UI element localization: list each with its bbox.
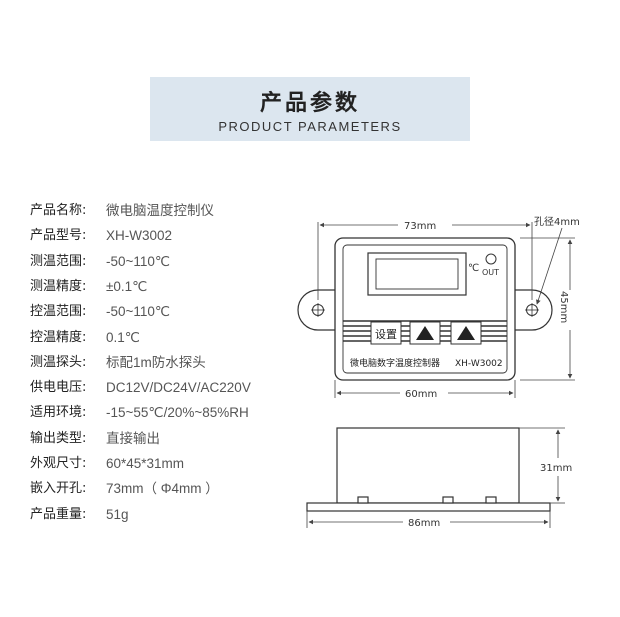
spec-label: 产品型号: [30, 228, 87, 244]
spec-label: 测温探头: [30, 354, 87, 370]
page-title: 产品参数 [259, 91, 360, 116]
title-banner: 产品参数 PRODUCT PARAMETERS [150, 77, 470, 141]
celsius-unit-label: ℃ [468, 263, 479, 274]
page-subtitle: PRODUCT PARAMETERS [218, 119, 402, 134]
out-indicator-icon [485, 253, 497, 265]
set-button-label: 设置 [375, 328, 397, 341]
spec-label: 测温精度: [30, 278, 87, 294]
dim-86-label: 86mm [408, 518, 440, 529]
spec-label: 产品名称: [30, 203, 87, 218]
dim-73 [317, 222, 533, 300]
device-name-label: 微电脑数字温度控制器 [350, 357, 440, 369]
dim-45 [520, 237, 575, 381]
side-view [306, 427, 551, 512]
spec-label: 外观尺寸: [30, 456, 87, 471]
spec-value: -50~110℃ [106, 304, 171, 320]
dim-60-label: 60mm [405, 389, 437, 400]
spec-value: 73mm（ Φ4mm ） [106, 481, 219, 497]
hole-diameter-label: 孔径4mm [534, 215, 580, 228]
front-view: ℃ OUT 设置 微电脑数字温度控制器 XH-W3002 [297, 237, 553, 381]
spec-value: 标配1m防水探头 [106, 354, 206, 370]
spec-value: DC12V/DC24V/AC220V [106, 380, 251, 396]
spec-label: 产品重量: [30, 506, 87, 522]
dim-31-label: 31mm [540, 463, 572, 474]
spec-value: 51g [106, 506, 129, 522]
spec-value: 60*45*31mm [106, 456, 185, 471]
dim-86 [306, 511, 551, 528]
spec-label: 输出类型: [30, 430, 87, 446]
spec-value: 0.1℃ [106, 329, 140, 345]
spec-value: -50~110℃ [106, 253, 171, 269]
up-arrow-icon [416, 326, 434, 340]
spec-label: 供电电压: [30, 380, 87, 396]
out-label: OUT [482, 268, 499, 277]
dim-45-label: 45mm [558, 291, 569, 323]
spec-value: 直接输出 [106, 430, 160, 446]
dim-60 [334, 380, 516, 398]
device-model-label: XH-W3002 [455, 359, 503, 369]
spec-value: -15~55℃/20%~85%RH [106, 405, 249, 421]
dim-31 [519, 427, 565, 504]
dim-73-label: 73mm [404, 221, 436, 232]
spec-value: ±0.1℃ [106, 278, 148, 294]
spec-label: 测温范围: [30, 253, 87, 269]
up-arrow-icon [457, 326, 475, 340]
spec-label: 控温范围: [30, 304, 87, 320]
spec-label: 适用环境: [30, 405, 87, 421]
spec-label: 控温精度: [30, 329, 87, 345]
spec-value: 微电脑温度控制仪 [106, 203, 214, 218]
spec-label: 嵌入开孔: [30, 481, 87, 497]
spec-value: XH-W3002 [106, 228, 173, 244]
set-button [370, 321, 402, 345]
